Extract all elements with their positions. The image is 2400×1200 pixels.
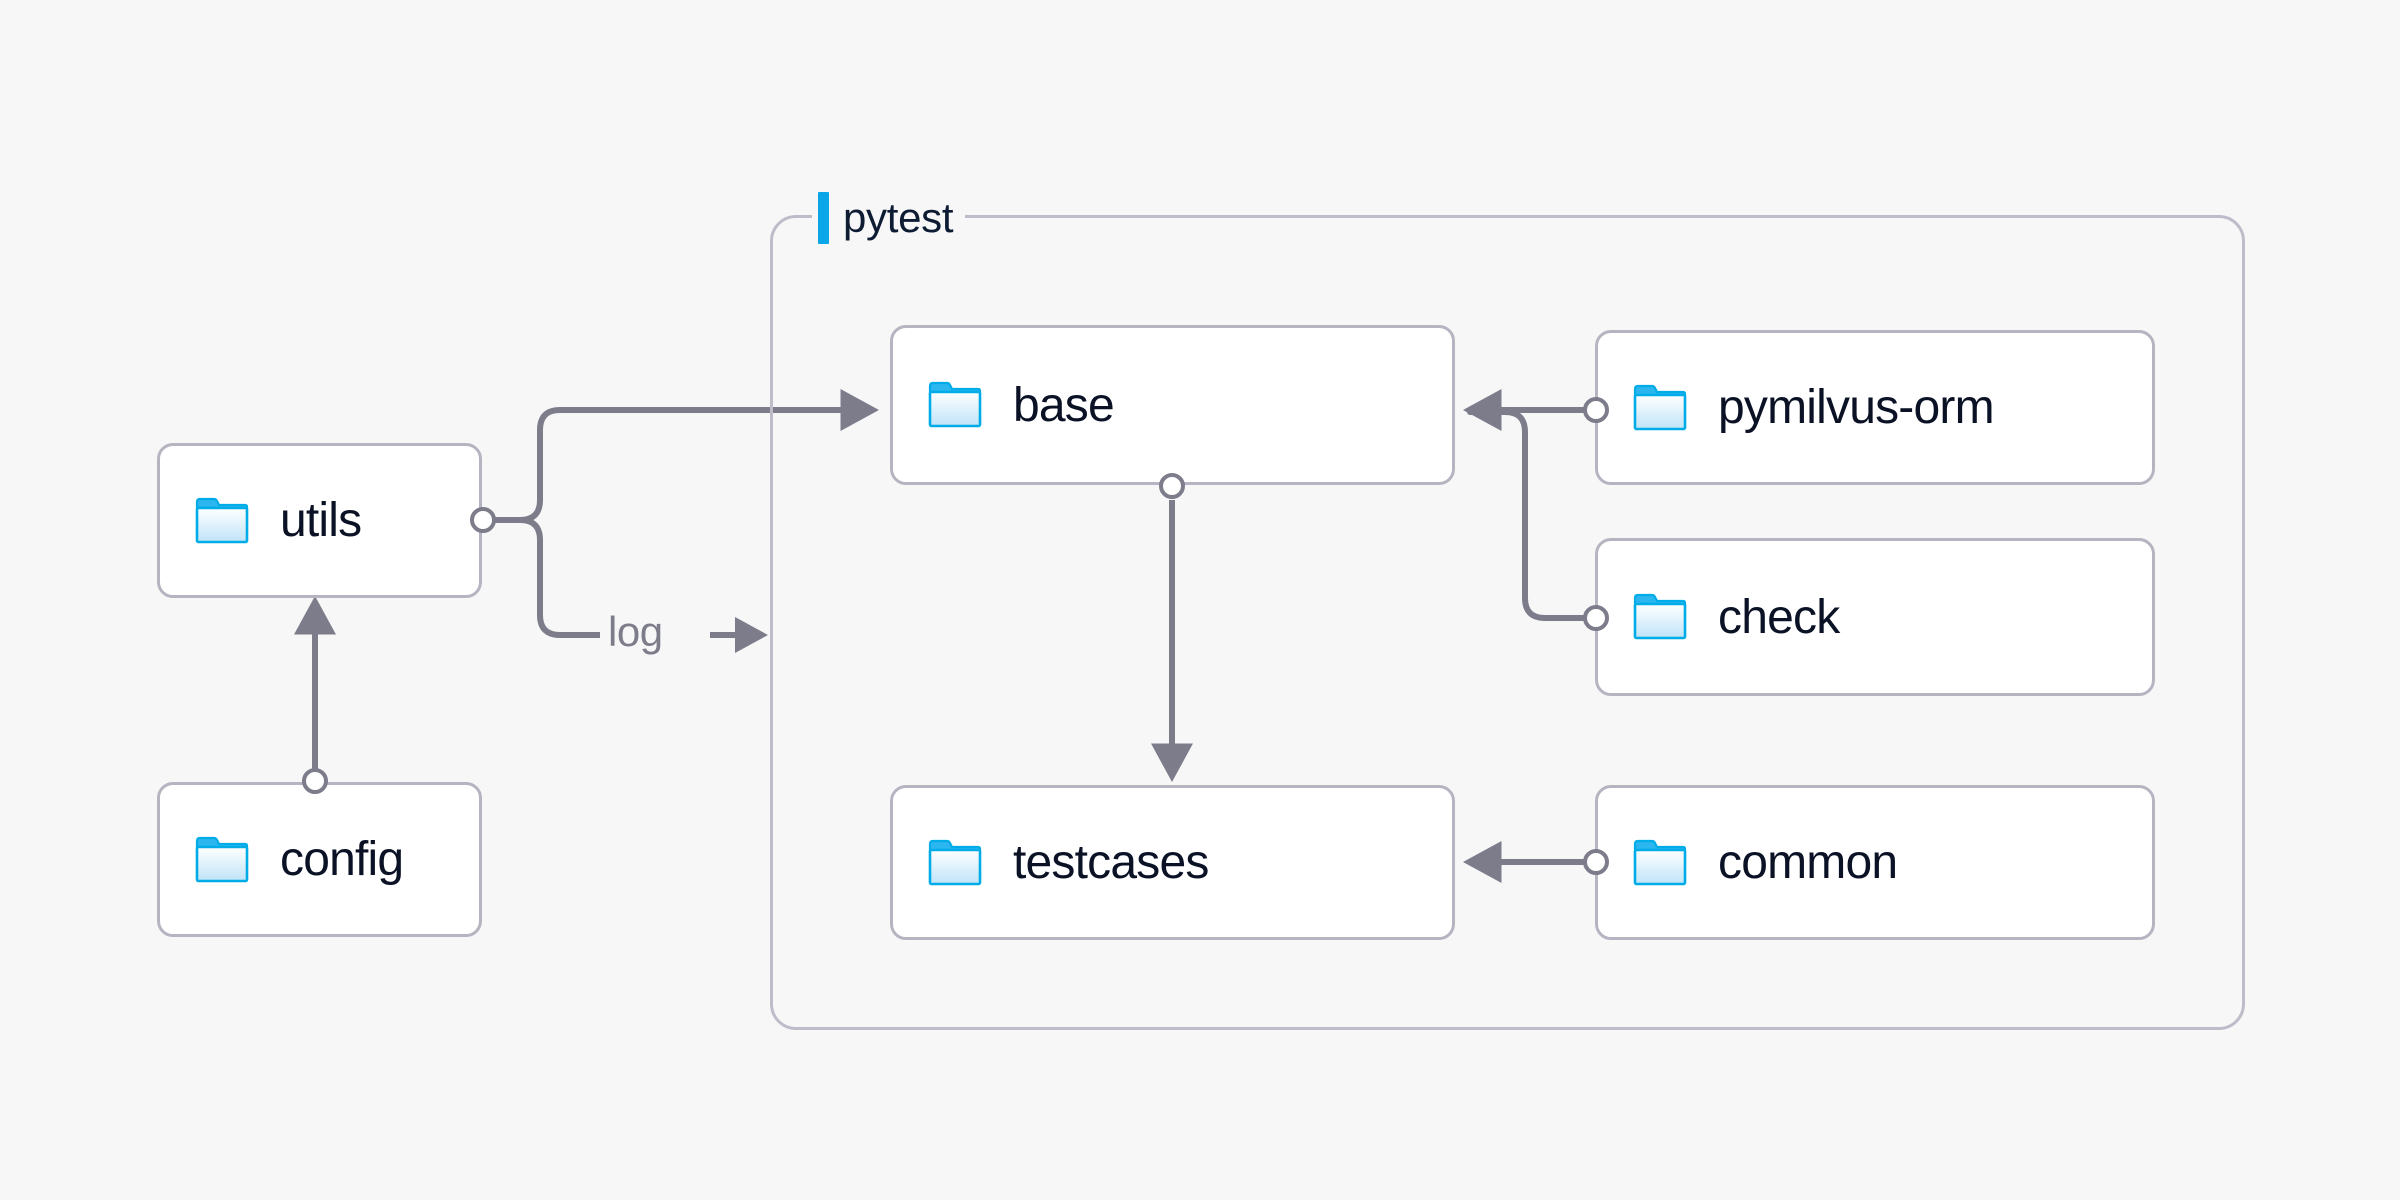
folder-icon (195, 836, 249, 882)
edge-label-log: log (600, 608, 671, 656)
group-label-pytest: pytest (812, 190, 966, 246)
node-label-base: base (1013, 378, 1115, 432)
folder-icon (928, 839, 982, 885)
node-pymilvus-orm[interactable]: pymilvus-orm (1595, 330, 2155, 485)
port-base-bottom[interactable] (1159, 473, 1185, 499)
node-base[interactable]: base (890, 325, 1455, 485)
folder-icon (1633, 384, 1687, 430)
node-label-config: config (280, 833, 404, 886)
folder-icon (195, 497, 249, 543)
node-label-pymilvus-orm: pymilvus-orm (1718, 381, 1995, 434)
node-check[interactable]: check (1595, 538, 2155, 696)
folder-icon (1633, 593, 1687, 640)
node-label-testcases: testcases (1013, 836, 1209, 889)
folder-icon (1633, 839, 1687, 885)
port-check-left[interactable] (1583, 605, 1609, 631)
port-common-left[interactable] (1583, 849, 1609, 875)
port-utils-right[interactable] (470, 507, 496, 533)
edge-utils-log (482, 517, 603, 638)
node-label-utils: utils (280, 494, 362, 547)
node-label-common: common (1718, 836, 1898, 889)
port-pymilvus-orm-left[interactable] (1583, 397, 1609, 423)
node-testcases[interactable]: testcases (890, 785, 1455, 940)
group-accent-bar (818, 192, 829, 244)
group-frame-pytest (770, 215, 2245, 1030)
port-config-top[interactable] (302, 768, 328, 794)
node-utils[interactable]: utils (157, 443, 482, 598)
node-config[interactable]: config (157, 782, 482, 937)
group-label-text: pytest (843, 194, 954, 241)
folder-icon (928, 381, 982, 428)
node-common[interactable]: common (1595, 785, 2155, 940)
node-label-check: check (1718, 590, 1840, 644)
